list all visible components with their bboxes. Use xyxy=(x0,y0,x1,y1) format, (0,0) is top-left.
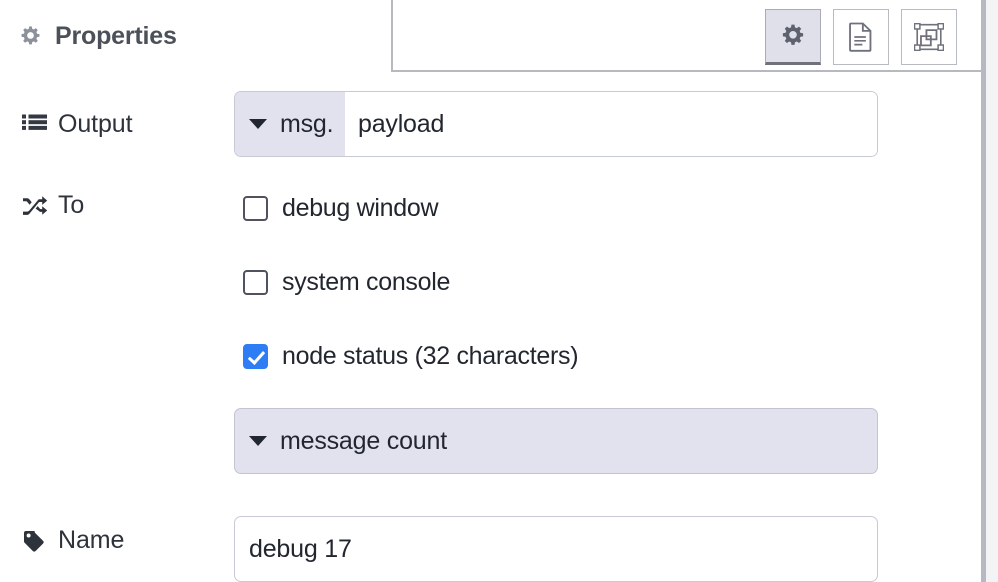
name-row: Name debug 17 xyxy=(0,496,981,582)
panel-tabbar: Properties xyxy=(0,0,981,72)
panel-title: Properties xyxy=(55,21,177,50)
shuffle-icon xyxy=(22,195,48,217)
checkbox-system-console[interactable]: system console xyxy=(243,268,450,297)
chevron-down-icon xyxy=(249,436,267,446)
gear-icon xyxy=(21,25,40,44)
checkbox-box[interactable] xyxy=(243,196,268,221)
appearance-icon xyxy=(914,23,944,51)
output-value-input[interactable]: payload xyxy=(345,92,877,156)
properties-tab-button[interactable] xyxy=(765,9,821,65)
status-type-label: message count xyxy=(280,426,447,455)
description-tab-button[interactable] xyxy=(833,9,889,65)
checkbox-label: node status (32 characters) xyxy=(282,342,579,370)
gear-icon xyxy=(782,24,804,45)
to-label: To xyxy=(22,191,84,220)
document-icon xyxy=(849,22,872,52)
checkbox-label: system console xyxy=(282,268,451,296)
name-input[interactable]: debug 17 xyxy=(234,516,878,582)
list-icon xyxy=(22,114,48,135)
panel-toolbar xyxy=(765,9,957,65)
status-type-select[interactable]: message count xyxy=(234,408,878,474)
checkbox-box[interactable] xyxy=(243,270,268,295)
checkbox-node-status[interactable]: node status (32 characters) xyxy=(243,342,579,371)
tabbar-underline xyxy=(392,70,981,72)
name-label-text: Name xyxy=(58,526,125,554)
flow-canvas xyxy=(986,0,998,582)
name-label: Name xyxy=(22,526,124,555)
chevron-down-icon xyxy=(249,119,267,129)
appearance-tab-button[interactable] xyxy=(901,9,957,65)
checkbox-box[interactable] xyxy=(243,344,268,369)
output-typed-input[interactable]: msg. payload xyxy=(234,91,878,157)
checkbox-debug-window[interactable]: debug window xyxy=(243,194,439,223)
output-type-dropdown[interactable]: msg. xyxy=(235,92,345,156)
to-label-text: To xyxy=(58,191,85,219)
checkbox-label: debug window xyxy=(282,194,439,222)
tag-icon xyxy=(22,529,48,553)
to-row: To debug window system console node stat… xyxy=(0,176,981,546)
output-row: Output msg. payload xyxy=(0,72,981,176)
output-label: Output xyxy=(22,110,133,139)
tab-properties[interactable]: Properties xyxy=(0,0,393,72)
panel-resize-divider[interactable] xyxy=(981,0,986,582)
output-label-text: Output xyxy=(58,110,133,138)
output-type-label: msg. xyxy=(280,109,334,138)
